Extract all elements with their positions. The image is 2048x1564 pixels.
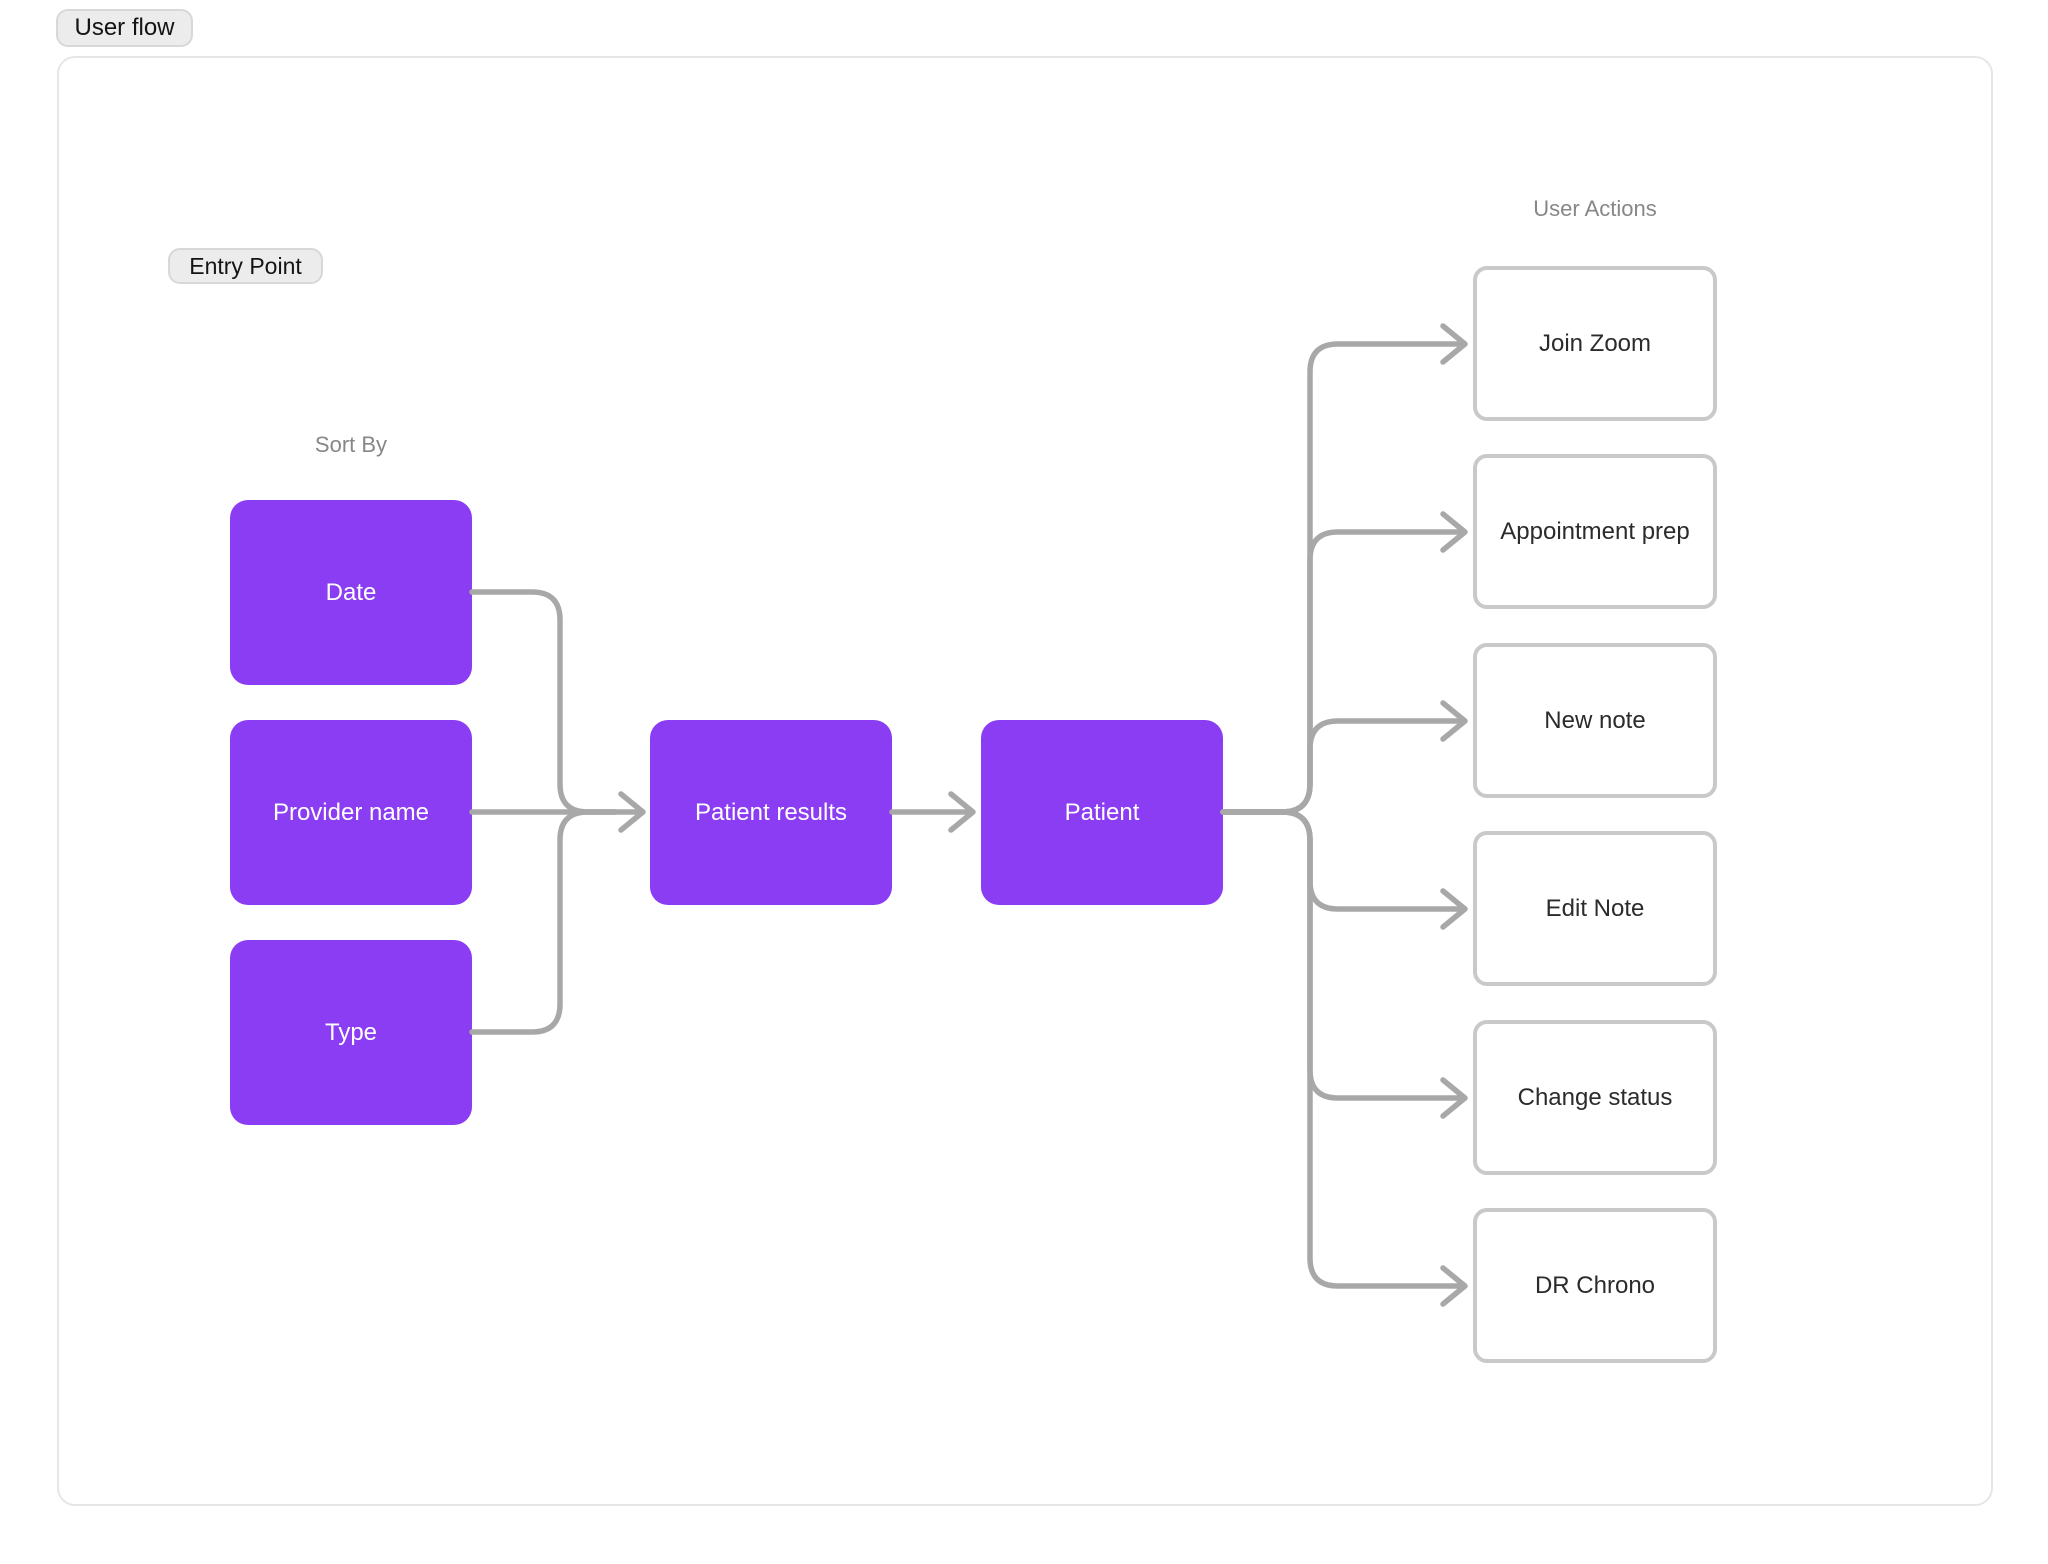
node-edit-note-label: Edit Note	[1545, 894, 1645, 922]
node-date-label: Date	[325, 578, 377, 606]
entry-point-pill[interactable]: Entry Point	[168, 248, 323, 284]
section-label-pill[interactable]: User flow	[56, 9, 193, 47]
node-dr-chrono-label: DR Chrono	[1534, 1271, 1656, 1299]
node-join-zoom[interactable]: Join Zoom	[1473, 266, 1717, 421]
node-edit-note[interactable]: Edit Note	[1473, 831, 1717, 986]
node-appointment-prep-label: Appointment prep	[1500, 517, 1690, 545]
node-change-status[interactable]: Change status	[1473, 1020, 1717, 1175]
node-date[interactable]: Date	[230, 500, 472, 685]
node-join-zoom-label: Join Zoom	[1538, 329, 1652, 357]
node-provider-name-label: Provider name	[272, 798, 430, 826]
node-type-label: Type	[324, 1018, 378, 1046]
entry-point-label: Entry Point	[189, 252, 302, 279]
node-new-note[interactable]: New note	[1473, 643, 1717, 798]
node-patient-label: Patient	[1064, 798, 1140, 826]
section-label: User flow	[74, 14, 175, 41]
node-change-status-label: Change status	[1517, 1083, 1673, 1111]
user-actions-title: User Actions	[1533, 196, 1657, 221]
node-patient-results-label: Patient results	[694, 798, 848, 826]
node-provider-name[interactable]: Provider name	[230, 720, 472, 905]
node-new-note-label: New note	[1544, 706, 1646, 734]
sort-by-title: Sort By	[314, 432, 388, 457]
node-patient-results[interactable]: Patient results	[650, 720, 892, 905]
node-dr-chrono[interactable]: DR Chrono	[1473, 1208, 1717, 1363]
node-patient[interactable]: Patient	[981, 720, 1223, 905]
node-type[interactable]: Type	[230, 940, 472, 1125]
node-appointment-prep[interactable]: Appointment prep	[1473, 454, 1717, 609]
